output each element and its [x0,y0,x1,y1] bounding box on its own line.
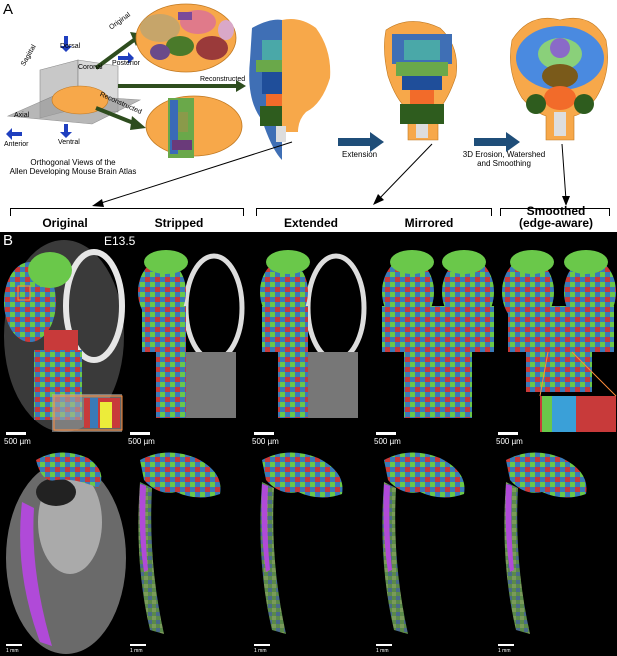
panel-a-diagram [6,3,608,207]
scalebar-bottom-original [6,644,22,646]
top-extended-section [260,250,367,418]
scale-text-bottom-mirrored: 1 mm [376,648,389,654]
bottom-extended-section [260,452,343,634]
scalebar-bottom-stripped [130,644,146,646]
stage2-region [402,76,442,90]
bottom-stripped-section [138,452,221,634]
panel-a-letter: A [3,1,14,18]
scalebar-top-smoothed [498,432,518,435]
arrow-original-shaft [94,38,136,70]
stage3-region [574,94,594,114]
top-stripped-section [138,250,245,418]
stage2-region [396,62,448,76]
header-original: Original [42,216,88,230]
stage2-region [410,90,434,106]
scale-text-bottom-original: 1 mm [6,648,19,654]
scale-text-top-stripped: 500 µm [128,437,155,446]
stage-label: E13.5 [104,234,136,248]
sagittal-region [178,12,192,20]
arrow-to-smoothed [561,143,567,201]
scale-text-bottom-extended: 1 mm [254,648,267,654]
label-ventral: Ventral [58,139,80,146]
stage2-region [416,124,428,138]
sagittal-region [196,36,228,60]
sagittal-region [218,20,234,40]
arrow-reconstructed-top-head [236,80,246,92]
bottom-smoothed-section [504,452,587,634]
panel-b-letter: B [3,232,14,249]
label-anterior: Anterior [4,141,29,148]
stage3-region [544,86,576,110]
stage1-region [262,40,282,60]
extension-arrow-icon [338,132,384,152]
bracket-original-stripped [10,208,244,216]
scale-text-top-mirrored: 500 µm [374,437,401,446]
scale-text-bottom-smoothed: 1 mm [498,648,511,654]
label-extension: Extension [342,150,378,159]
stage1-region [276,126,286,142]
scalebar-bottom-mirrored [376,644,392,646]
top-mirrored-section [382,250,494,418]
sagittal-region [150,44,170,60]
sagittal-region [166,36,194,56]
label-posterior: Posterior [112,60,141,67]
arrow-to-stripped [97,141,293,205]
ventral-arrow-icon [60,124,72,138]
stage1-region [256,60,282,72]
bottom-original-section [6,452,126,654]
header-stripped: Stripped [154,216,204,230]
scale-text-top-original: 500 µm [4,437,31,446]
stage3-region [550,38,570,58]
top-original-section [4,240,125,432]
stage1-region [260,106,282,126]
stage3-region [554,112,566,136]
scalebar-bottom-smoothed [498,644,514,646]
top-smoothed-section [502,250,617,432]
stage1-right-half [282,19,331,132]
label-erosion: 3D Erosion, Watershed and Smoothing [462,150,546,168]
scale-text-top-smoothed: 500 µm [496,437,523,446]
anterior-arrow-icon [6,128,22,140]
stage1-region [262,72,282,94]
stage1-region [266,94,282,106]
header-extended: Extended [283,216,338,230]
stage2-region [400,104,444,124]
header-mirrored: Mirrored [404,216,454,230]
label-axial: Axial [14,112,30,119]
arrow-reconstructed-bottom-shaft [95,106,137,126]
stage2-region [404,40,440,60]
scalebar-top-stripped [130,432,150,435]
posterior-arrow-icon [118,52,134,64]
scale-text-bottom-stripped: 1 mm [130,648,143,654]
label-coronal: Coronal [78,64,103,71]
bottom-mirrored-section [382,452,465,634]
coronal-region [170,100,178,154]
label-dorsal: Dorsal [60,43,81,50]
panel-b-images [4,240,617,654]
scalebar-top-mirrored [376,432,396,435]
scalebar-bottom-extended [254,644,270,646]
arrow-to-extended [377,143,433,201]
coronal-region [172,140,192,150]
bracket-extended-mirrored [256,208,492,216]
bracket-smoothed [500,208,610,216]
stage3-region [526,94,546,114]
orthogonal-views-caption: Orthogonal Views of the Allen Developing… [9,158,137,176]
scale-text-top-extended: 500 µm [252,437,279,446]
coronal-region [178,112,188,132]
stage3-region [542,64,578,88]
header-smoothed: Smoothed (edge-aware) [518,204,594,230]
label-arrow-reconstructed-top: Reconstructed [200,76,246,83]
scalebar-top-original [6,432,26,435]
arrow-reconstructed-bottom-head [130,116,146,130]
dorsal-arrow-icon [60,36,72,52]
sagittal-region [140,14,180,42]
scalebar-top-extended [254,432,274,435]
erosion-arrow-icon [474,132,520,152]
brain-3d [51,85,109,115]
